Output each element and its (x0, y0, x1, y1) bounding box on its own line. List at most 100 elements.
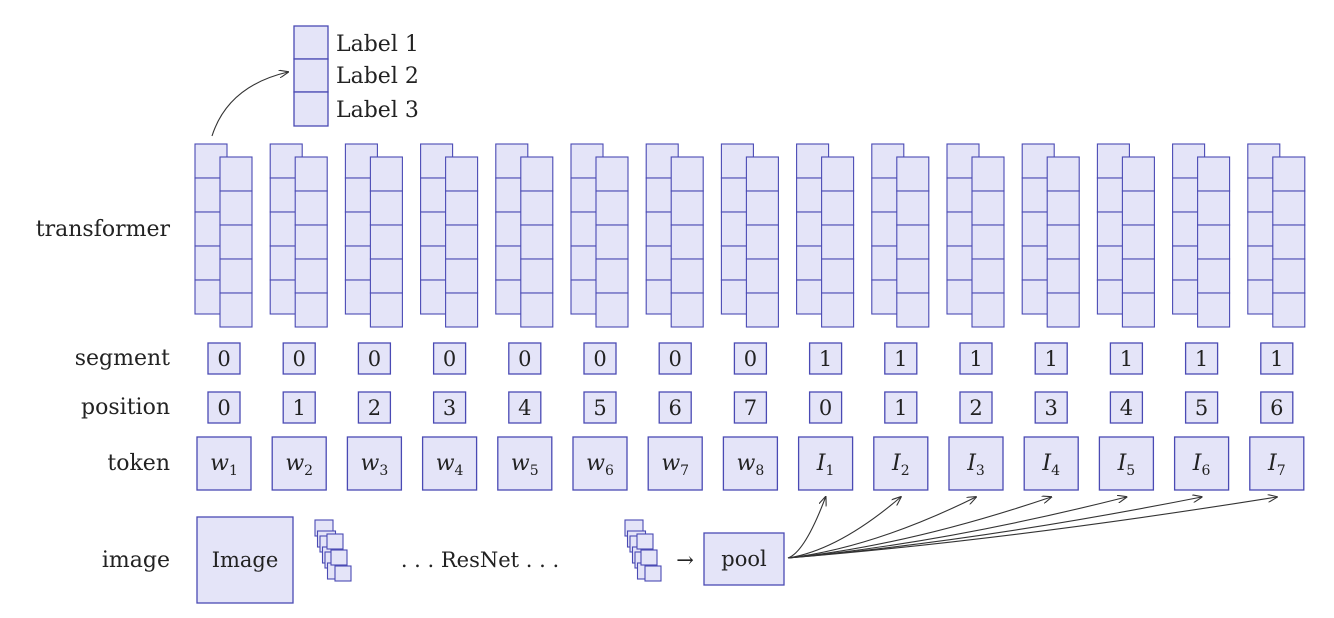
transformer-cell-front (595, 258, 629, 294)
transformer-cell-front (971, 156, 1005, 192)
token-box (572, 436, 628, 491)
segment-box (1184, 342, 1219, 375)
output-label-1: Label 1 (336, 32, 419, 57)
token-base: w (285, 451, 304, 476)
transformer-cell-front (1197, 224, 1231, 260)
position-box (432, 391, 467, 424)
transformer-stack (495, 143, 554, 328)
token-value: w2 (285, 451, 313, 479)
transformer-cell-front (294, 224, 328, 260)
row-label-transformer: transformer (36, 217, 171, 242)
transformer-cell-front (1272, 156, 1306, 192)
transformer-cell-front (595, 156, 629, 192)
position-value: 1 (293, 396, 306, 420)
token-subscript: 2 (901, 463, 910, 479)
segment-box (207, 342, 241, 375)
transformer-cell-front (219, 224, 253, 260)
token-base: I (1267, 451, 1278, 476)
position-box (1034, 391, 1068, 424)
position-value: 5 (593, 396, 606, 420)
token-subscript: 7 (1277, 463, 1286, 479)
output-label-stack: Label 1 Label 2 Label 3 (293, 25, 419, 127)
token-subscript: 5 (1126, 463, 1135, 479)
transformer-cell-front (445, 190, 479, 226)
position-box (583, 391, 617, 424)
token-box (1173, 436, 1230, 491)
transformer-stack (1247, 143, 1306, 328)
feature-map (330, 549, 348, 566)
token-base: I (1192, 451, 1203, 476)
position-box (658, 391, 692, 424)
token-box (196, 436, 252, 491)
transformer-cell-front (520, 258, 554, 294)
position-box (357, 391, 392, 424)
transformer-cell-front (821, 292, 855, 328)
output-label-box-3 (293, 91, 329, 127)
segment-value: 0 (669, 347, 682, 371)
transformer-cell-front (1046, 190, 1080, 226)
transformer-cell-front (294, 156, 328, 192)
feature-map (334, 565, 352, 582)
token-box (1249, 436, 1305, 491)
transformer-cell-front (369, 258, 403, 294)
position-box (1184, 391, 1219, 424)
token-base: w (586, 451, 605, 476)
transformer-cell-front (219, 292, 253, 328)
transformer-cell-front (1046, 156, 1080, 192)
token-base: w (661, 451, 680, 476)
transformer-cell-front (821, 258, 855, 294)
token-box (421, 436, 478, 491)
segment-value: 1 (969, 347, 982, 371)
transformer-stack (645, 143, 704, 328)
transformer-cell-front (896, 190, 930, 226)
segment-box (733, 342, 768, 375)
output-label-box-2 (293, 58, 329, 93)
arrow-to-pool: → (676, 548, 694, 572)
position-value: 5 (1195, 396, 1208, 420)
resnet-feature-stack-left (314, 519, 352, 582)
segment-box (1109, 342, 1144, 375)
transformer-cell-front (369, 292, 403, 328)
token-box (271, 436, 327, 491)
transformer-cell-front (1197, 292, 1231, 328)
segment-value: 0 (744, 347, 757, 371)
position-box (733, 391, 768, 424)
segment-value: 1 (894, 347, 907, 371)
token-box (797, 436, 854, 491)
token-base: w (210, 451, 229, 476)
transformer-cell-front (219, 258, 253, 294)
segment-value: 0 (593, 347, 606, 371)
segment-box (1260, 342, 1294, 375)
row-label-position: position (81, 395, 170, 420)
token-subscript: 3 (379, 463, 388, 479)
segment-value: 0 (368, 347, 381, 371)
transformer-cell-front (896, 292, 930, 328)
position-box (282, 391, 316, 424)
position-box (884, 391, 918, 424)
transformer-cell-front (670, 224, 704, 260)
token-value: w6 (586, 451, 614, 479)
row-label-image: image (102, 548, 170, 573)
transformer-cell-front (1121, 190, 1155, 226)
transformer-cell-front (1197, 156, 1231, 192)
token-box (1098, 436, 1155, 491)
token-subscript: 8 (755, 463, 764, 479)
feature-map (644, 565, 662, 582)
position-value: 3 (1045, 396, 1058, 420)
transformer-stack (796, 143, 855, 328)
token-subscript: 3 (976, 463, 985, 479)
token-value: I1 (816, 451, 835, 479)
image-box (196, 516, 294, 604)
transformer-stack (871, 143, 930, 328)
feature-map (640, 549, 658, 566)
output-label-2: Label 2 (336, 64, 419, 89)
position-value: 2 (368, 396, 381, 420)
pool-to-image-token-arrows (787, 497, 1277, 559)
position-value: 2 (969, 396, 982, 420)
position-value: 6 (1270, 396, 1283, 420)
